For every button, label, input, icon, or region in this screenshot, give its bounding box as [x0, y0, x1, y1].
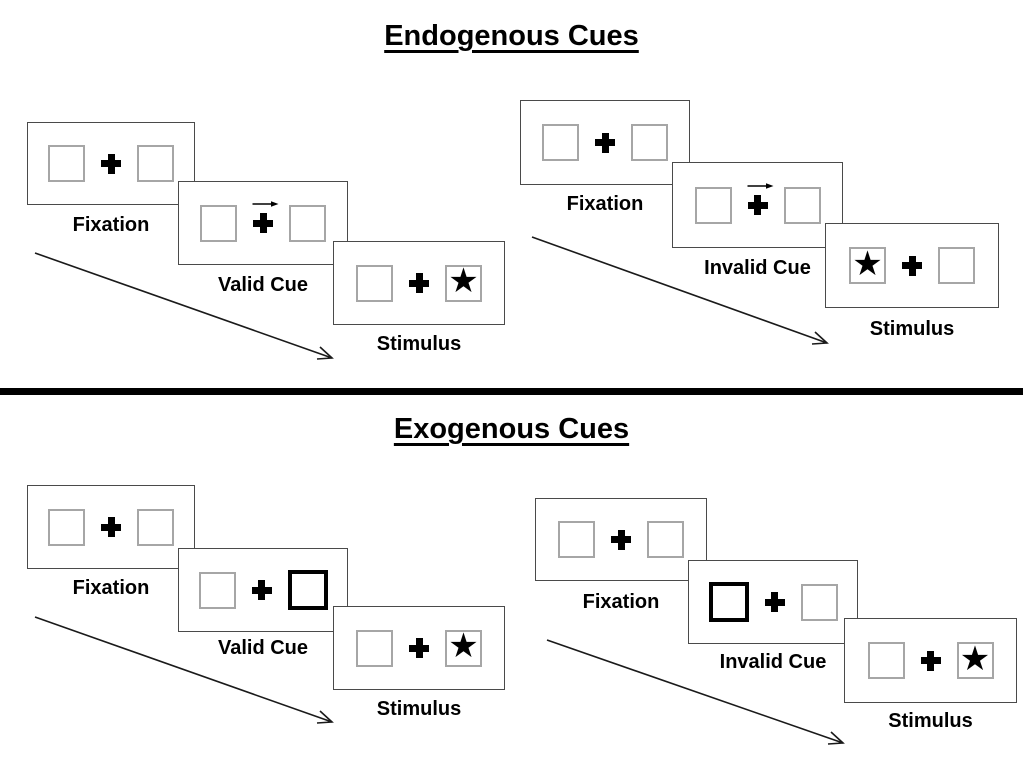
fixation-cross-icon	[101, 517, 121, 537]
placeholder-box-left	[542, 124, 579, 161]
placeholder-box-left	[356, 629, 393, 667]
placeholder-box-right	[647, 521, 684, 558]
fixation-cross-with-cue	[747, 183, 773, 215]
fixation-cross-icon	[409, 638, 429, 658]
panel-invalid-cue	[688, 560, 858, 644]
fixation-cross-icon	[902, 255, 922, 276]
step-label: Fixation	[72, 577, 150, 599]
placeholder-box-left	[356, 264, 393, 302]
placeholder-box-right	[137, 508, 174, 546]
step-label: Invalid Cue	[704, 257, 811, 279]
fixation-cross-with-cue	[252, 201, 279, 233]
placeholder-box-right	[800, 583, 838, 621]
step-label: Fixation	[72, 214, 150, 236]
fixation-cross-icon	[595, 132, 615, 153]
panel-stimulus: ★	[844, 618, 1017, 703]
placeholder-box-right	[938, 247, 975, 284]
placeholder-box-right	[137, 145, 174, 182]
panel-stimulus: ★	[825, 223, 999, 308]
placeholder-box-left	[48, 508, 85, 546]
cue-arrow-right-icon	[252, 201, 279, 207]
panel-stimulus: ★	[333, 241, 505, 325]
fixation-cross-icon	[920, 650, 941, 671]
fixation-cross-icon	[409, 273, 429, 293]
step-label: Stimulus	[888, 710, 973, 732]
section-title-exogenous: Exogenous Cues	[393, 413, 630, 445]
target-star-icon: ★	[448, 626, 479, 666]
timeline-arrow	[34, 252, 334, 360]
target-star-icon: ★	[852, 243, 883, 284]
panel-invalid-cue	[672, 162, 843, 248]
section-divider	[0, 388, 1023, 395]
target-star-icon: ★	[448, 261, 479, 301]
step-label: Stimulus	[869, 318, 955, 340]
cue-arrow-right-icon	[747, 183, 773, 189]
panel-fixation	[535, 498, 707, 581]
panel-stimulus: ★	[333, 606, 505, 690]
step-label: Stimulus	[376, 333, 462, 355]
panel-fixation	[27, 485, 195, 569]
placeholder-box-right	[289, 204, 326, 242]
bold-cue-box-left	[708, 582, 749, 622]
target-box-right: ★	[956, 638, 994, 679]
placeholder-box-right	[783, 186, 821, 224]
placeholder-box-right	[631, 124, 668, 161]
section-title-endogenous: Endogenous Cues	[384, 20, 639, 52]
step-label: Invalid Cue	[719, 651, 827, 673]
target-box-right: ★	[445, 626, 482, 667]
fixation-cross-icon	[611, 529, 631, 550]
step-label: Stimulus	[376, 698, 462, 720]
placeholder-box-left	[200, 204, 237, 242]
placeholder-box-left	[558, 521, 595, 558]
placeholder-box-left	[867, 642, 905, 679]
fixation-cross-icon	[747, 195, 768, 215]
target-box-right: ★	[445, 261, 482, 302]
fixation-cross-icon	[253, 213, 273, 233]
placeholder-box-left	[198, 571, 236, 609]
placeholder-box-left	[694, 186, 732, 224]
placeholder-box-left	[48, 145, 85, 182]
panel-valid-cue	[178, 548, 348, 632]
fixation-cross-icon	[764, 592, 785, 612]
timeline-arrow	[531, 236, 829, 345]
step-label: Fixation	[582, 591, 660, 613]
step-label: Valid Cue	[217, 274, 309, 296]
step-label: Valid Cue	[217, 637, 309, 659]
fixation-cross-icon	[101, 153, 121, 174]
timeline-arrow	[546, 639, 845, 745]
panel-fixation	[27, 122, 195, 205]
bold-cue-box-right	[287, 570, 328, 610]
target-star-icon: ★	[959, 638, 991, 679]
step-label: Fixation	[566, 193, 644, 215]
target-box-left: ★	[849, 247, 886, 284]
panel-valid-cue	[178, 181, 348, 265]
panel-fixation	[520, 100, 690, 185]
timeline-arrow	[34, 616, 334, 724]
fixation-cross-icon	[251, 580, 272, 600]
